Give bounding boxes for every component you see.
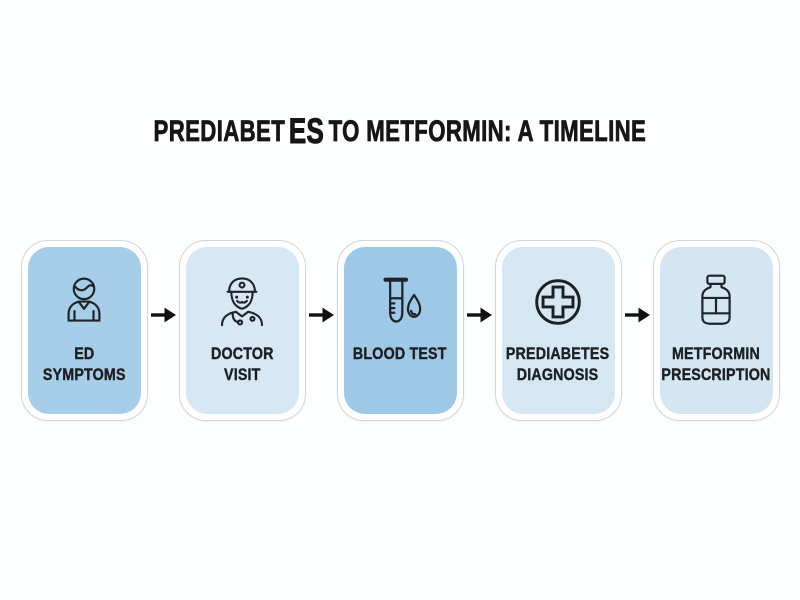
pill-bottle-icon	[687, 269, 745, 335]
step-label: BLOOD TEST	[353, 343, 447, 364]
step-label-line1: PREDIABETES	[506, 344, 610, 363]
step-card-inner: PREDIABETES DIAGNOSIS	[501, 247, 615, 414]
timeline-flow: ED SYMPTOMS	[0, 240, 800, 421]
step-card-inner: BLOOD TEST	[343, 247, 457, 414]
step-label: ED SYMPTOMS	[42, 343, 126, 385]
step-card-doctor-visit: DOCTOR VISIT	[178, 240, 306, 421]
step-card-ed-symptoms: ED SYMPTOMS	[20, 240, 148, 421]
right-arrow-icon	[466, 307, 492, 322]
step-label-line2: DIAGNOSIS	[517, 365, 599, 384]
title-part-es: ES	[288, 111, 325, 151]
step-label-line1: DOCTOR	[210, 344, 274, 363]
flow-arrow-2	[306, 240, 337, 407]
step-card-prediabetes-diagnosis: PREDIABETES DIAGNOSIS	[494, 240, 622, 421]
step-label-line1: BLOOD TEST	[353, 344, 447, 363]
step-label-line1: ED	[73, 344, 95, 363]
step-label-line2: VISIT	[223, 365, 261, 384]
step-card-metformin-prescription: METFORMIN PRESCRIPTION	[652, 240, 780, 421]
doctor-icon	[210, 269, 274, 335]
title-part-prediabet: PREDIABET	[153, 115, 286, 149]
right-arrow-icon	[150, 307, 176, 322]
step-label-line1: METFORMIN	[672, 344, 760, 363]
test-tube-icon	[370, 269, 430, 335]
step-card-blood-test: BLOOD TEST	[336, 240, 464, 421]
step-card-inner: METFORMIN PRESCRIPTION	[659, 247, 773, 414]
flow-arrow-4	[622, 240, 653, 407]
step-label: DOCTOR VISIT	[211, 343, 274, 385]
step-label: METFORMIN PRESCRIPTION	[661, 343, 770, 385]
step-label-line2: SYMPTOMS	[42, 365, 126, 384]
right-arrow-icon	[624, 307, 650, 322]
person-icon	[55, 269, 113, 335]
flow-arrow-1	[148, 240, 179, 407]
step-card-inner: DOCTOR VISIT	[185, 247, 299, 414]
medical-cross-icon	[529, 269, 587, 335]
step-label-line2: PRESCRIPTION	[661, 365, 771, 384]
step-card-inner: ED SYMPTOMS	[27, 247, 141, 414]
title-part-rest: TO METFORMIN: A TIMELINE	[328, 115, 647, 149]
step-label: PREDIABETES DIAGNOSIS	[506, 343, 610, 385]
flow-arrow-3	[464, 240, 495, 407]
right-arrow-icon	[308, 307, 334, 322]
